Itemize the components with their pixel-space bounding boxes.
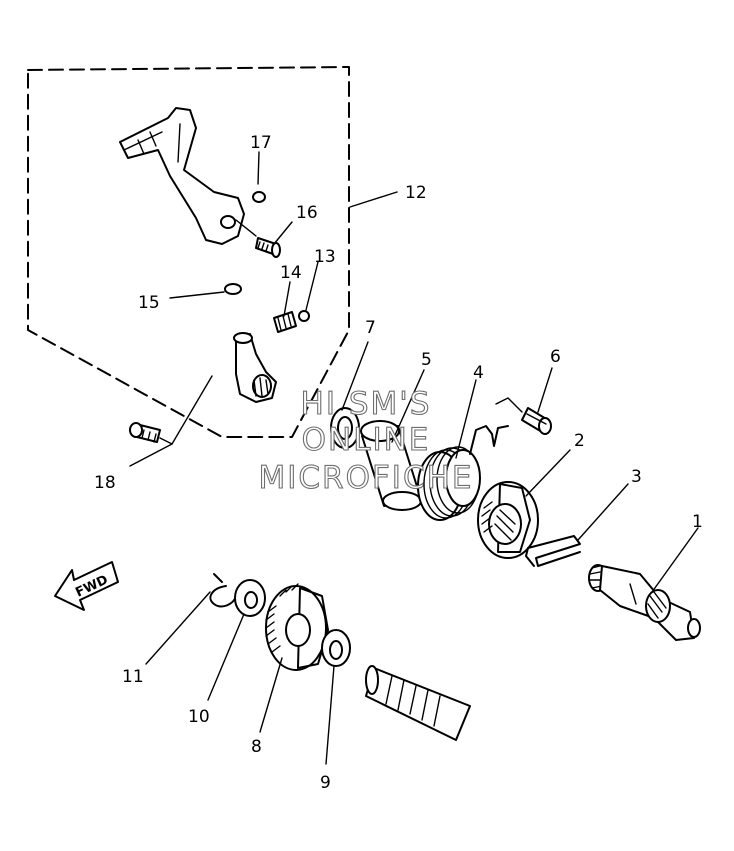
kick-boss (233, 332, 277, 403)
part-label-15: 15 (138, 293, 160, 313)
part-label-7: 7 (365, 318, 376, 338)
shaft (365, 665, 471, 741)
spring-guide-part-5 (360, 420, 422, 511)
kick-axle-part-1 (588, 564, 701, 641)
oring-part-15 (224, 283, 242, 295)
part-label-18: 18 (94, 473, 116, 493)
part-label-14: 14 (280, 263, 302, 283)
watermark: HI SM'S ONLINE MICROFICHE (258, 385, 474, 496)
watermark-line-3: MICROFICHE (259, 460, 474, 496)
part-label-2: 2 (574, 431, 585, 451)
washer-part-10 (234, 579, 266, 617)
spring-part-14 (273, 311, 297, 333)
washer-part-7 (330, 407, 360, 449)
part-label-11: 11 (122, 667, 144, 687)
leader-lines (129, 151, 699, 765)
part-label-4: 4 (473, 363, 484, 383)
part-label-1: 1 (692, 512, 703, 532)
ratchet-wheel-part-2 (477, 481, 539, 559)
part-label-17: 17 (250, 133, 272, 153)
bolt-part-16 (255, 237, 281, 258)
assembly-boundary-dashed (27, 66, 350, 438)
kick-gear-part-8 (265, 583, 329, 671)
clip-part-3 (525, 535, 581, 567)
circlip-part-11 (209, 585, 237, 608)
part-label-8: 8 (251, 737, 262, 757)
kick-crank-lever (119, 107, 245, 245)
bolt-part-18 (129, 422, 161, 443)
part-label-9: 9 (320, 773, 331, 793)
watermark-line-2: ONLINE (302, 422, 431, 458)
washer-part-9 (321, 629, 351, 667)
forward-arrow-icon: FWD (54, 561, 119, 611)
part-label-16: 16 (296, 203, 318, 223)
nut-part-17 (252, 191, 266, 203)
part-label-12: 12 (405, 183, 427, 203)
part-number-labels: 1 2 3 4 5 6 7 8 9 10 11 12 13 14 15 16 1… (94, 133, 703, 793)
pin-part-6 (521, 407, 552, 435)
part-label-3: 3 (631, 467, 642, 487)
torsion-spring-part-4 (417, 425, 509, 521)
part-label-5: 5 (421, 350, 432, 370)
part-label-13: 13 (314, 247, 336, 267)
part-label-6: 6 (550, 347, 561, 367)
watermark-line-1: HI SM'S (301, 386, 432, 422)
part-label-10: 10 (188, 707, 210, 727)
ball-part-13 (298, 310, 310, 322)
